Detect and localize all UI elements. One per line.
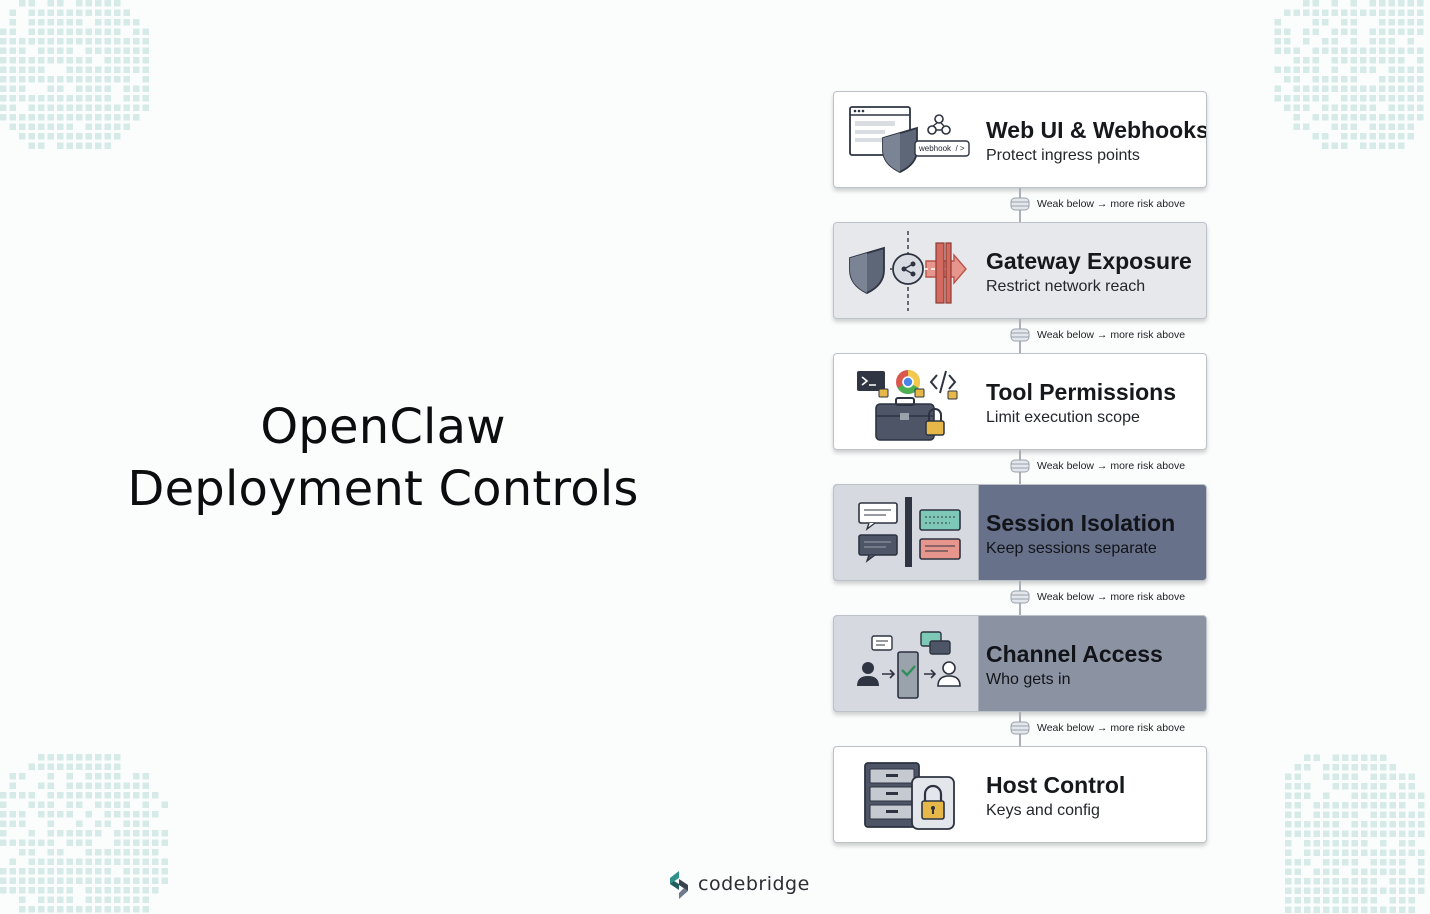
session-chat-icon [834, 485, 979, 580]
logo-text: codebridge [698, 873, 810, 895]
layer-title: Channel Access [986, 641, 1163, 667]
codebridge-logo-icon [670, 871, 688, 899]
layer-connector: Weak below → more risk above [833, 712, 1207, 746]
connector-label: Weak below → more risk above [1037, 329, 1186, 341]
layer-title: Session Isolation [986, 510, 1176, 536]
connector-pill-icon [1010, 721, 1030, 735]
title-line-1: OpenClaw [260, 399, 506, 455]
dot-pattern-bottom-left [0, 754, 168, 913]
dot-pattern-bottom-right [1285, 754, 1425, 913]
connector-label: Weak below → more risk above [1037, 460, 1186, 472]
layer-card-host-control: Host Control Keys and config [833, 746, 1207, 843]
layer-title: Tool Permissions [986, 379, 1177, 405]
channel-users-icon [834, 616, 979, 711]
connector-pill-icon [1010, 459, 1030, 473]
connector-pill-icon [1010, 590, 1030, 604]
layer-card-channel-access: Channel Access Who gets in [833, 615, 1207, 712]
layer-subtitle: Keep sessions separate [986, 540, 1157, 557]
connector-label: Weak below → more risk above [1037, 722, 1186, 734]
connector-label: Weak below → more risk above [1037, 591, 1186, 603]
layer-subtitle: Who gets in [986, 671, 1071, 688]
tools-lock-icon [834, 354, 978, 449]
layer-subtitle: Limit execution scope [986, 409, 1140, 426]
layer-card-web-ui: webhook / > Web UI & Webhooks Protect in… [833, 91, 1207, 188]
control-layer-stack: webhook / > Web UI & Webhooks Protect in… [833, 91, 1207, 843]
layer-subtitle: Protect ingress points [986, 147, 1140, 164]
layer-card-gateway: Gateway Exposure Restrict network reach [833, 222, 1207, 319]
connector-pill-icon [1010, 197, 1030, 211]
layer-subtitle: Keys and config [986, 802, 1100, 819]
codebridge-logo: codebridge [667, 870, 837, 900]
layer-title: Gateway Exposure [986, 248, 1192, 274]
gateway-firewall-icon [834, 223, 978, 318]
layer-card-tool-permissions: Tool Permissions Limit execution scope [833, 353, 1207, 450]
dot-pattern-top-left [0, 0, 149, 149]
layer-title: Web UI & Webhooks [986, 117, 1207, 143]
layer-card-session-isolation: Session Isolation Keep sessions separate [833, 484, 1207, 581]
layer-connector: Weak below → more risk above [833, 450, 1207, 484]
layer-connector: Weak below → more risk above [833, 319, 1207, 353]
webhook-shield-icon: webhook / > [834, 92, 978, 187]
connector-label: Weak below → more risk above [1037, 198, 1186, 210]
layer-title: Host Control [986, 772, 1126, 798]
dot-pattern-top-right [1274, 0, 1424, 149]
layer-subtitle: Restrict network reach [986, 278, 1146, 295]
host-server-lock-icon [834, 747, 978, 842]
page-title: OpenClaw Deployment Controls [80, 396, 686, 520]
title-line-2: Deployment Controls [127, 461, 639, 517]
webhook-badge: webhook / > [919, 144, 965, 153]
connector-pill-icon [1010, 328, 1030, 342]
layer-connector: Weak below → more risk above [833, 188, 1207, 222]
layer-connector: Weak below → more risk above [833, 581, 1207, 615]
